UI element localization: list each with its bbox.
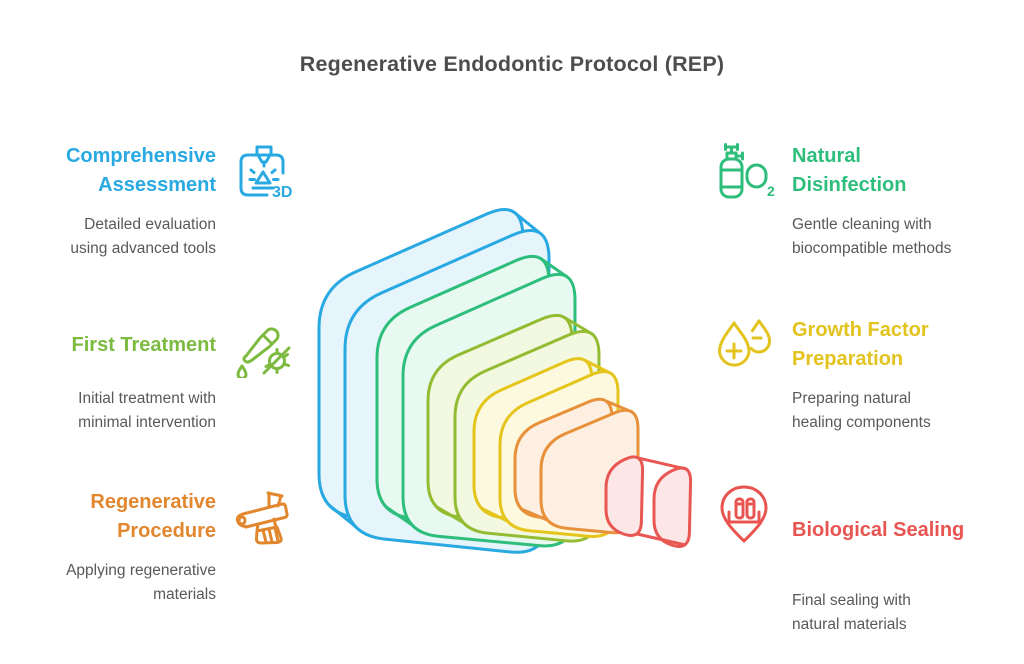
svg-text:3D: 3D: [272, 184, 292, 201]
droplet-plus-minus-icon: [712, 314, 776, 378]
dropper-no-germ-icon: [230, 314, 294, 378]
section-title: Biological Sealing: [792, 518, 965, 541]
3d-printer-icon: 3D: [230, 140, 294, 204]
slab-step-1: [317, 208, 551, 554]
oxygen-tank-icon: 2: [712, 140, 776, 204]
slab-step-5: [513, 397, 640, 535]
slab-step-6: [604, 455, 693, 548]
section-title: First Treatment: [71, 333, 216, 356]
svg-text:2: 2: [767, 183, 775, 199]
bandage-cast-icon: [230, 486, 294, 550]
slab-step-2: [375, 254, 577, 548]
slab-step-4: [472, 357, 620, 538]
pin-test-tubes-icon: [712, 482, 776, 546]
page-title: Regenerative Endodontic Protocol (REP): [299, 52, 725, 76]
slab-step-3: [426, 313, 601, 543]
